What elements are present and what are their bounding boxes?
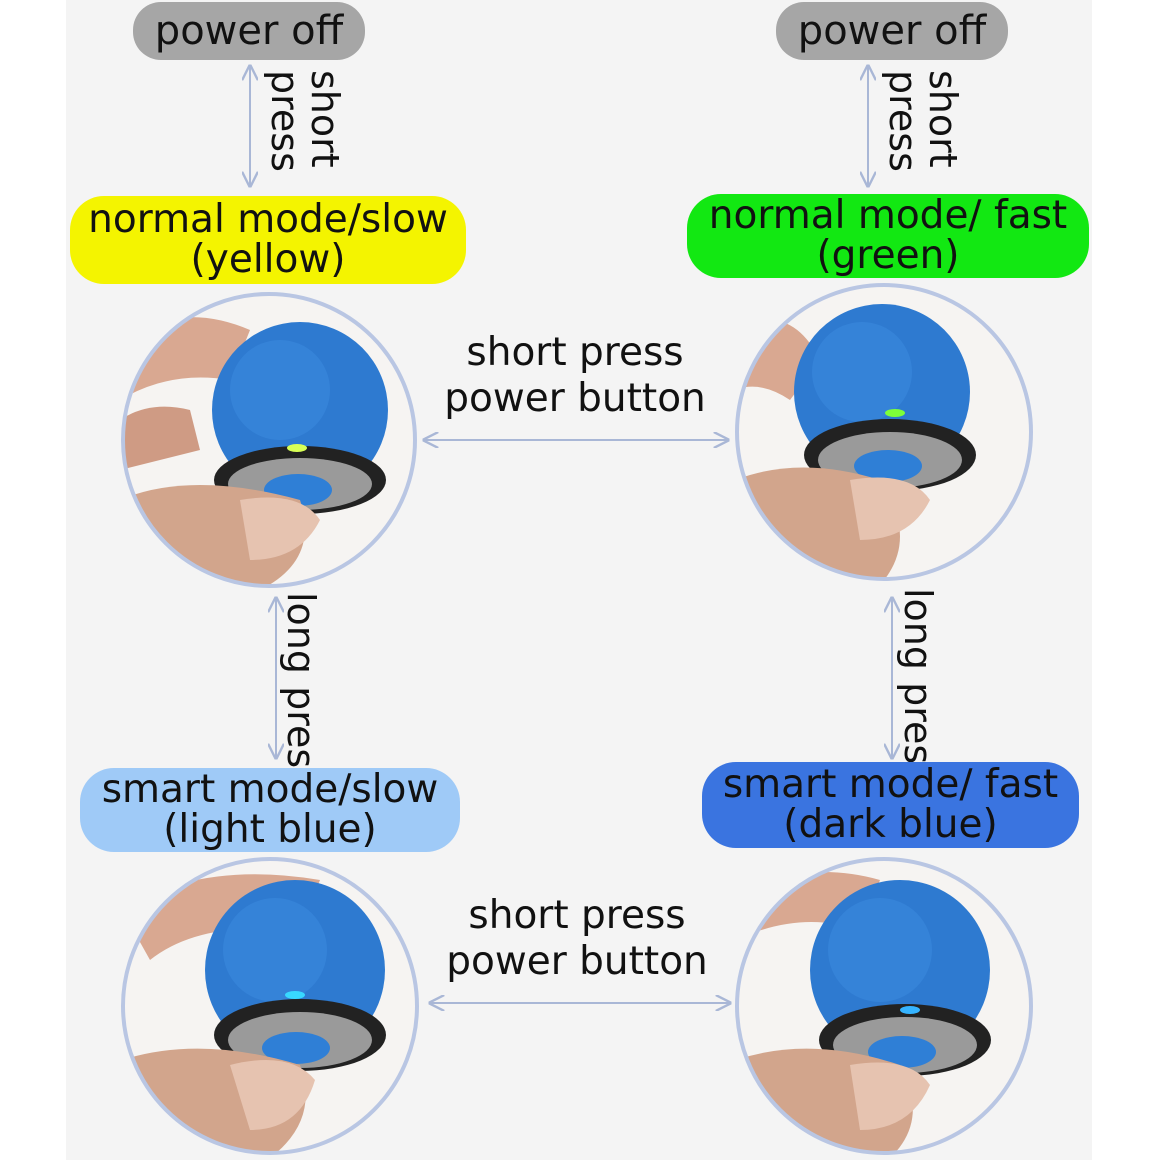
short-press-bottom-line1: short press — [468, 893, 686, 938]
mode-smart-fast-line1: smart mode/ fast — [722, 762, 1059, 808]
short-press-label-right-1: short — [921, 70, 965, 168]
mode-pill-smart-slow: smart mode/slow (light blue) — [80, 768, 460, 852]
short-press-power-button-bottom: short press power button — [432, 893, 722, 985]
mode-pill-normal-slow: normal mode/slow (yellow) — [70, 196, 466, 284]
mode-smart-slow-line2: (light blue) — [163, 807, 377, 852]
short-press-label-left-1: short — [303, 70, 347, 168]
short-press-label-right-2: press — [881, 70, 925, 172]
mode-normal-slow-line2: (yellow) — [190, 237, 346, 282]
short-press-bottom-line2: power button — [446, 939, 708, 985]
photo-smart-slow — [124, 860, 416, 1152]
power-off-label-right: power off — [797, 7, 987, 54]
mode-normal-fast-line1: normal mode/ fast — [708, 193, 1068, 239]
mode-pill-smart-fast: smart mode/ fast (dark blue) — [702, 762, 1079, 848]
long-press-label-right: long press — [896, 588, 940, 784]
power-off-label-left: power off — [154, 7, 344, 54]
photo-normal-fast — [738, 286, 1030, 578]
mode-smart-slow-line1: smart mode/slow — [101, 767, 439, 813]
short-press-top-line2: power button — [444, 376, 706, 422]
power-off-pill-right: power off — [776, 2, 1008, 60]
short-press-label-left-2: press — [263, 70, 307, 172]
mode-normal-fast-line2: (green) — [816, 233, 960, 278]
long-press-label-left: long press — [279, 592, 323, 788]
mode-smart-fast-line2: (dark blue) — [783, 802, 998, 847]
short-press-top-line1: short press — [466, 330, 684, 375]
mode-normal-slow-line1: normal mode/slow — [88, 197, 448, 243]
mode-pill-normal-fast: normal mode/ fast (green) — [687, 194, 1089, 278]
short-press-power-button-top: short press power button — [430, 330, 720, 422]
power-off-pill-left: power off — [133, 2, 365, 60]
